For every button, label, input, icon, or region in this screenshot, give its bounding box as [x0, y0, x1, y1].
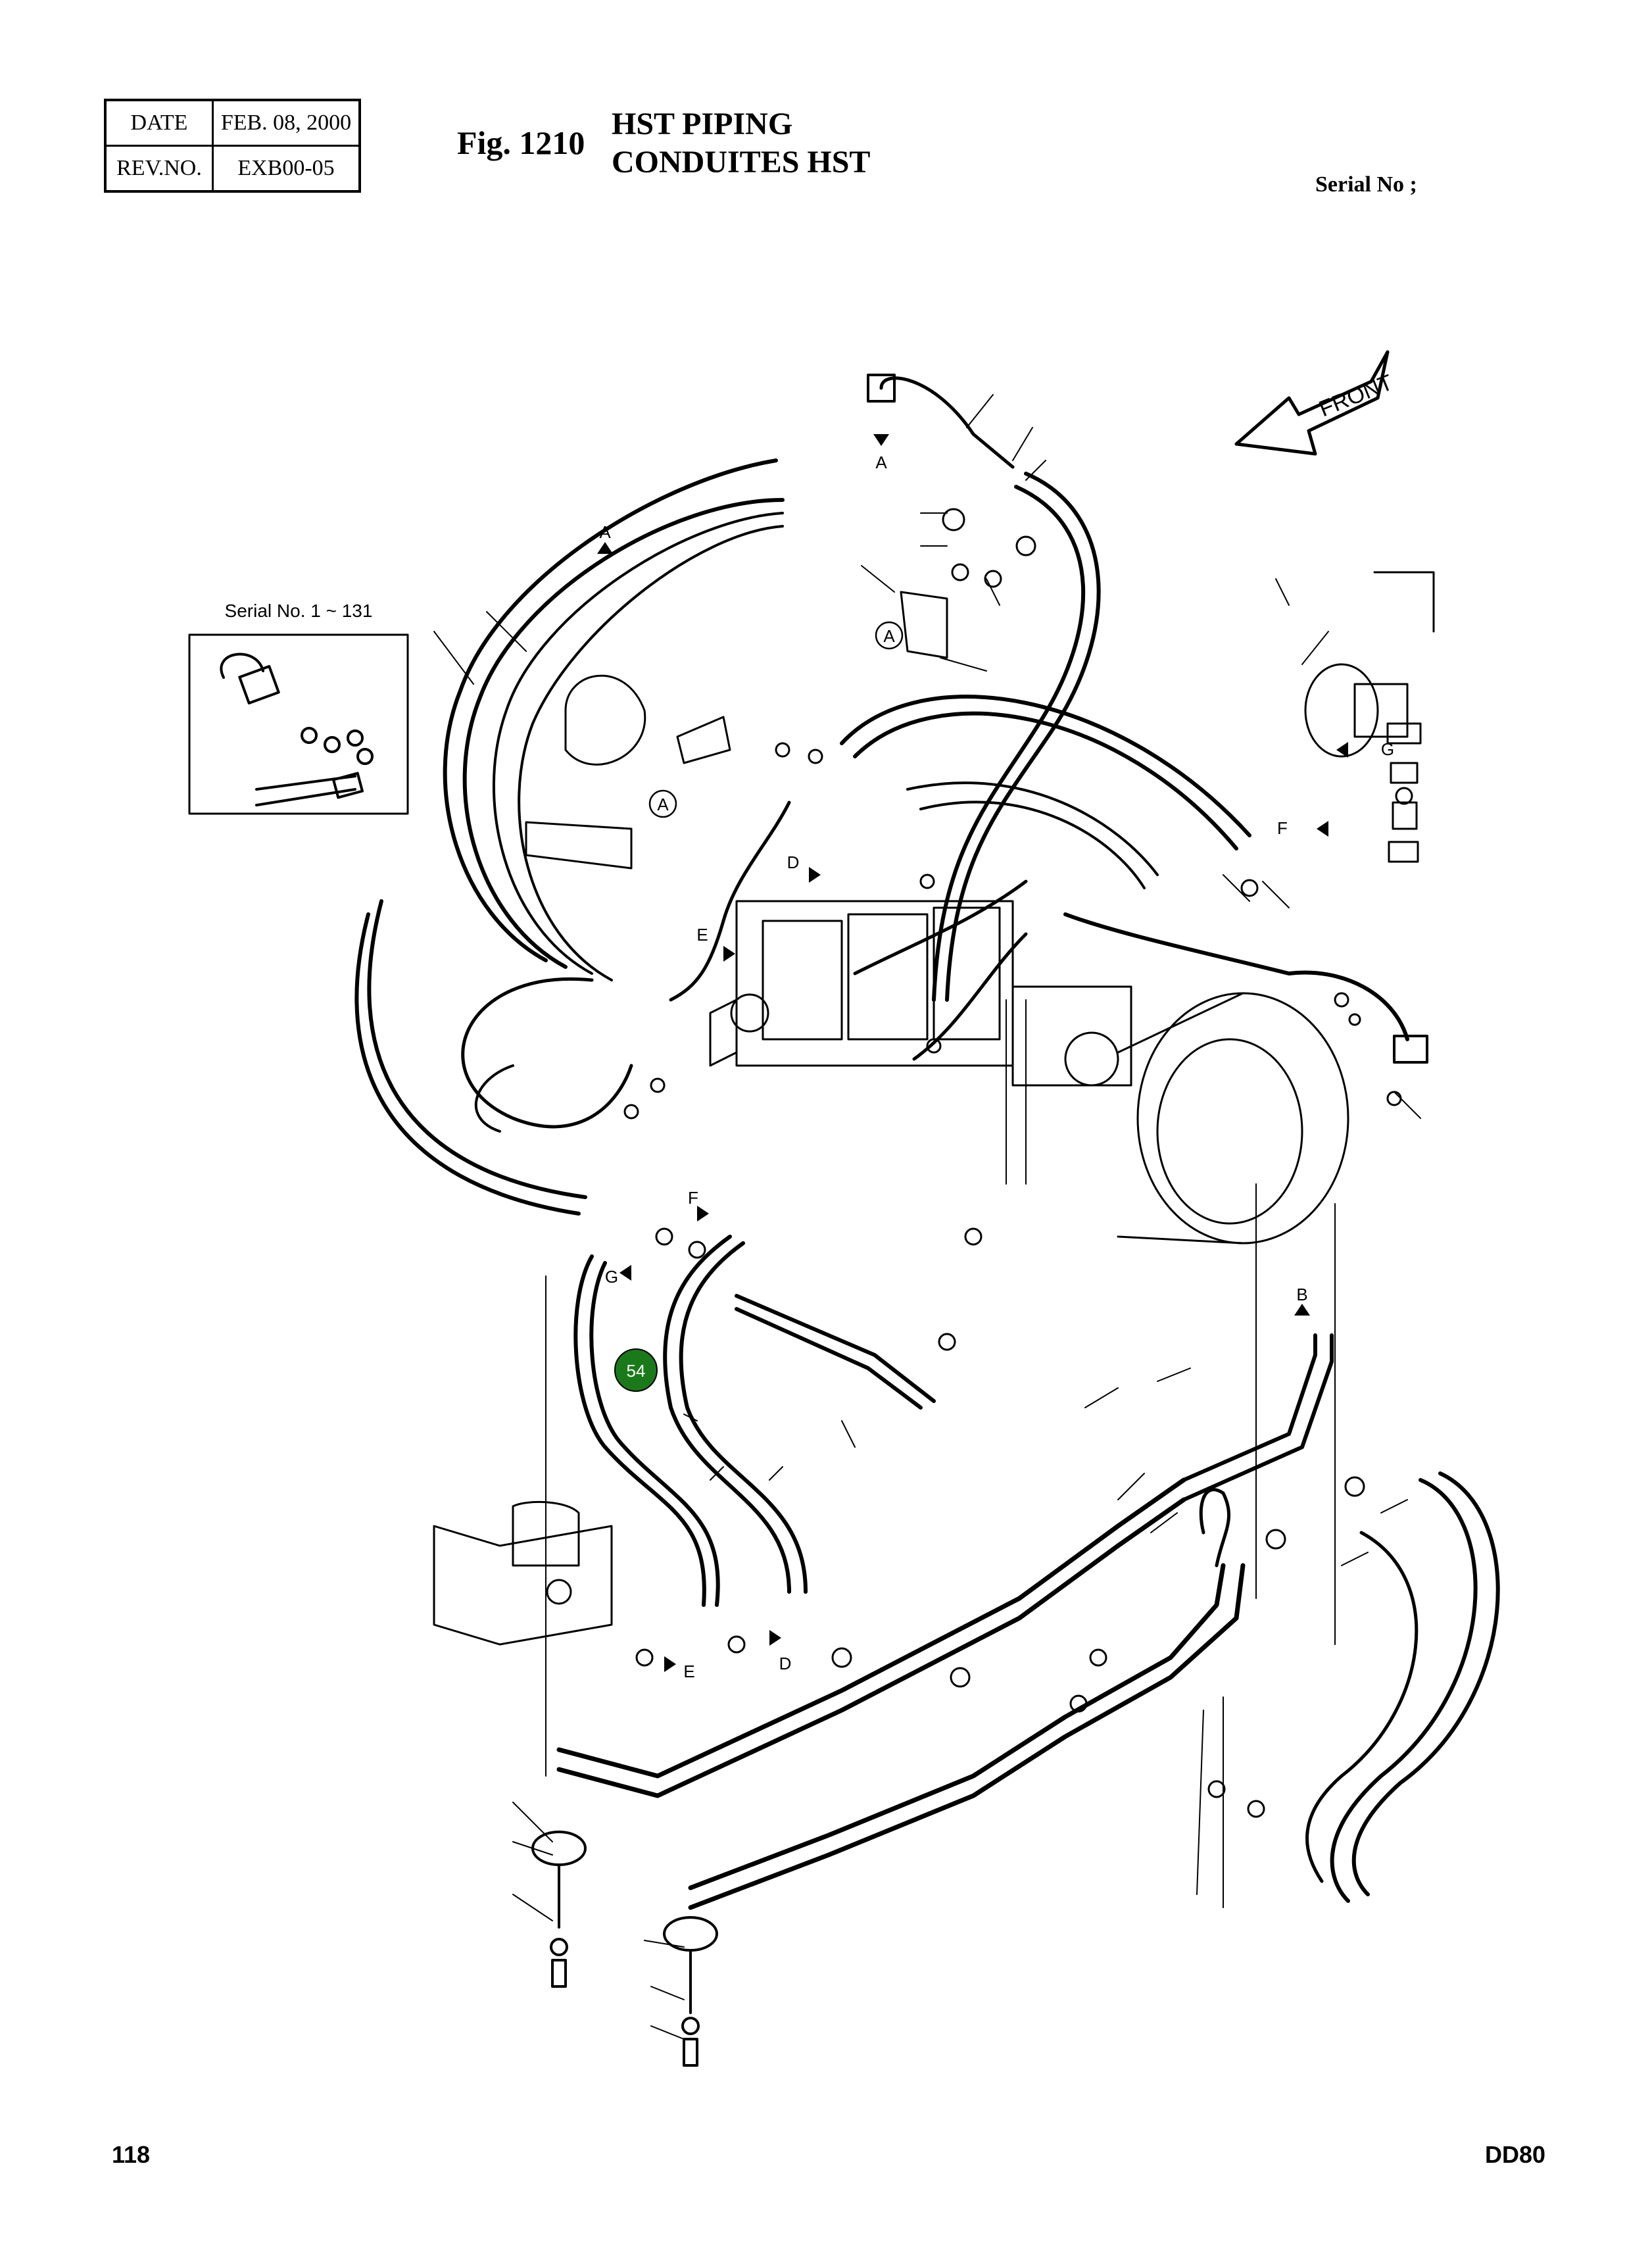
hydraulic-tank-outline: [433, 1501, 613, 1646]
leader-lines: [433, 394, 1421, 2040]
marker-a-left: A: [599, 522, 611, 542]
serial-number-label: Serial No ;: [1315, 172, 1417, 197]
right-lower-hose: [1305, 1471, 1500, 1903]
marker-d-lower: D: [779, 1654, 792, 1673]
callout-54: 54: [614, 1348, 658, 1392]
bracket-mount: [525, 591, 948, 870]
connection-marker-labels: A A A A D E F G G F B E D: [599, 453, 1394, 1681]
marker-f-lower: F: [688, 1188, 698, 1208]
left-loop-hose: [354, 899, 633, 1216]
marker-e-lower: E: [683, 1662, 694, 1681]
connection-arrows: [597, 434, 1348, 1672]
inset-serial-label: Serial No. 1 ~ 131: [225, 601, 373, 621]
marker-circles: [648, 621, 904, 818]
marker-b: B: [1296, 1285, 1307, 1304]
lower-hose-pair: [573, 1235, 936, 1607]
upper-hose-bundle: [443, 458, 785, 981]
detail-inset-box: [188, 633, 409, 815]
inset-parts-icon: [220, 653, 374, 806]
travel-motor-gearbox: [1011, 985, 1349, 1245]
front-arrow-icon: [1234, 350, 1390, 456]
middle-hoses: [669, 695, 1428, 1064]
suction-pipes: [556, 1333, 1334, 1910]
hst-pump-assembly: [709, 900, 1014, 1067]
marker-g-lower: G: [605, 1267, 618, 1287]
figure-title-french: CONDUITES HST: [612, 145, 871, 180]
fittings-and-orings: [623, 508, 1402, 1818]
front-label: FRONT: [1315, 370, 1396, 422]
callout-54-label: 54: [627, 1361, 646, 1381]
marker-a-top: A: [875, 453, 887, 472]
bottom-flanges: [531, 1831, 718, 2067]
rev-value: EXB00-05: [212, 145, 361, 193]
rev-label: REV.NO.: [104, 145, 214, 193]
figure-title: HST PIPING CONDUITES HST: [612, 105, 870, 182]
marker-f-right: F: [1277, 818, 1288, 838]
date-label: DATE: [104, 99, 214, 147]
marker-e-upper: E: [696, 925, 708, 945]
marker-d-upper: D: [787, 852, 800, 872]
marker-a-bracket: A: [883, 626, 895, 646]
marker-g-right: G: [1381, 739, 1394, 759]
model-code: DD80: [1485, 2141, 1546, 2168]
page-number: 118: [112, 2141, 151, 2168]
marker-a-pump: A: [657, 795, 669, 814]
date-value: FEB. 08, 2000: [212, 99, 361, 147]
right-arc-hose: [867, 374, 1101, 1002]
right-detail-parts: [1304, 571, 1435, 863]
revision-info-box: DATE FEB. 08, 2000 REV.NO. EXB00-05: [104, 99, 361, 193]
figure-number: Fig. 1210: [457, 124, 585, 161]
figure-title-english: HST PIPING: [612, 107, 793, 141]
